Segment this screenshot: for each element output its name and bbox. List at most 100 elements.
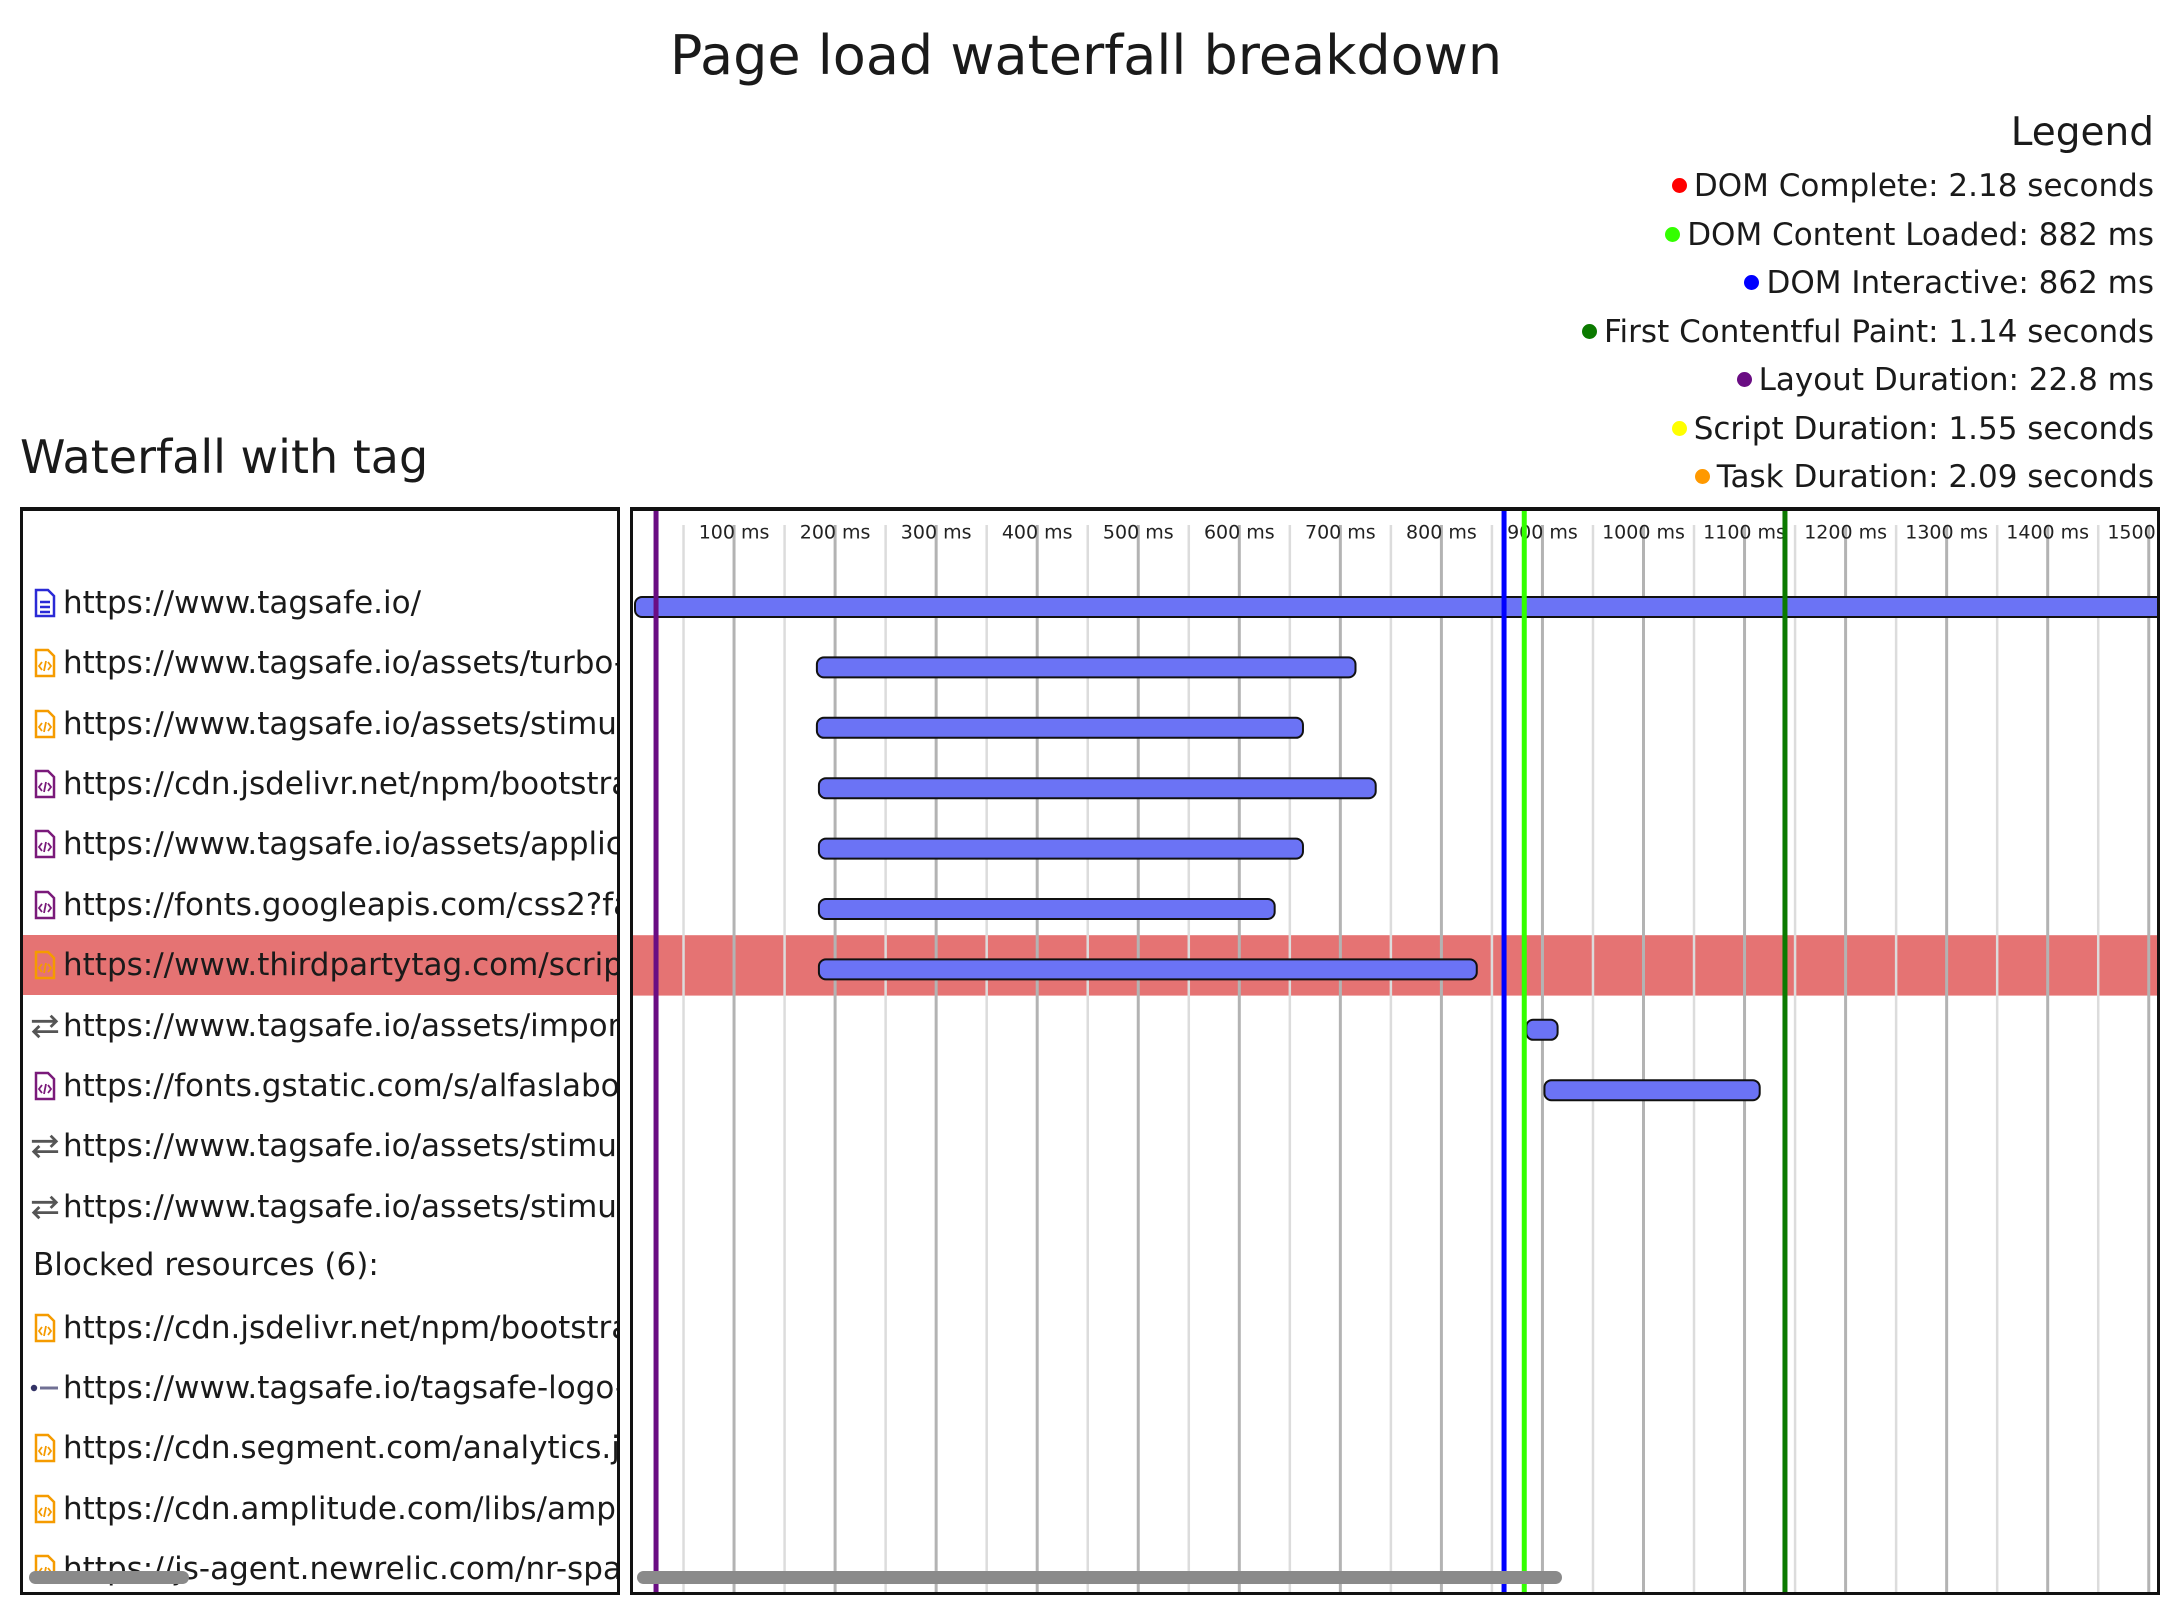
timeline-scrollbar[interactable] bbox=[637, 1571, 1562, 1584]
legend-dot-icon bbox=[1671, 420, 1687, 436]
blocked-resources-label: Blocked resources (6): bbox=[33, 1247, 379, 1284]
request-bar bbox=[815, 716, 1304, 739]
legend-item: Script Duration: 1.55 seconds bbox=[1514, 405, 2154, 454]
tick-label: 1500 ms bbox=[2107, 522, 2160, 544]
legend-item: Task Duration: 2.09 seconds bbox=[1514, 453, 2154, 502]
script-file-icon bbox=[30, 1070, 60, 1102]
resource-row[interactable]: https://www.tagsafe.io/assets/stimulu bbox=[23, 1116, 617, 1176]
page-title: Page load waterfall breakdown bbox=[669, 24, 1503, 87]
resource-list-panel[interactable]: https://js-agent.newrelic.com/nr-spa-htt… bbox=[20, 507, 620, 1595]
request-bar bbox=[817, 837, 1304, 860]
tick-label: 1200 ms bbox=[1804, 522, 1887, 544]
legend-item: DOM Complete: 2.18 seconds bbox=[1514, 162, 2154, 211]
resource-url: https://www.tagsafe.io/assets/applicat bbox=[63, 826, 617, 863]
legend-item-label: DOM Content Loaded: 882 ms bbox=[1687, 216, 2154, 253]
script-file-icon bbox=[30, 828, 60, 860]
resource-row[interactable]: https://cdn.jsdelivr.net/npm/bootstrap bbox=[23, 754, 617, 814]
resource-row[interactable]: https://www.tagsafe.io/assets/applicat bbox=[23, 814, 617, 874]
tick-label: 600 ms bbox=[1204, 522, 1275, 544]
tick-label: 100 ms bbox=[699, 522, 770, 544]
resource-row[interactable]: https://fonts.googleapis.com/css2?fan bbox=[23, 875, 617, 935]
script-file-icon bbox=[30, 949, 60, 981]
script-file-icon bbox=[30, 647, 60, 679]
legend-item: Layout Duration: 22.8 ms bbox=[1514, 356, 2154, 405]
transfer-arrows-icon bbox=[30, 1010, 60, 1042]
resource-url: https://cdn.amplitude.com/libs/amplitu bbox=[63, 1490, 617, 1527]
resource-url: https://fonts.googleapis.com/css2?fan bbox=[63, 886, 617, 923]
tick-label: 1400 ms bbox=[2006, 522, 2089, 544]
legend-item-label: DOM Interactive: 862 ms bbox=[1766, 265, 2154, 301]
request-bar bbox=[1543, 1079, 1761, 1102]
legend-dot-icon bbox=[1665, 226, 1681, 242]
resource-row[interactable]: https://www.tagsafe.io/assets/import bbox=[23, 996, 617, 1056]
request-bar bbox=[817, 898, 1276, 920]
resource-row[interactable]: https://cdn.jsdelivr.net/npm/bootstrap bbox=[23, 1298, 617, 1358]
script-file-icon bbox=[30, 1493, 60, 1525]
resource-url: https://cdn.segment.com/analytics.js/ bbox=[63, 1430, 617, 1467]
tick-label: 1000 ms bbox=[1602, 522, 1685, 544]
legend-dot-icon bbox=[1736, 372, 1752, 387]
legend-item-label: Layout Duration: 22.8 ms bbox=[1758, 362, 2154, 398]
resource-url: https://www.tagsafe.io/assets/stimulu bbox=[63, 1128, 617, 1165]
resource-row[interactable]: https://www.tagsafe.io/assets/stimulu bbox=[23, 1177, 617, 1237]
legend-item: DOM Interactive: 862 ms bbox=[1514, 259, 2154, 308]
resource-row[interactable]: https://www.thirdpartytag.com/script.j bbox=[23, 935, 617, 996]
resource-url: https://cdn.jsdelivr.net/npm/bootstrap bbox=[63, 766, 617, 802]
legend-item: First Contentful Paint: 1.14 seconds bbox=[1514, 308, 2154, 357]
script-file-icon bbox=[30, 1432, 60, 1464]
request-bar bbox=[634, 596, 2157, 618]
legend-item-label: Script Duration: 1.55 seconds bbox=[1693, 410, 2154, 447]
resource-url: https://www.tagsafe.io/tagsafe-logo-v bbox=[63, 1370, 617, 1406]
waterfall-timeline-panel[interactable]: 100 ms 200 ms 300 ms 400 ms 500 ms 600 ms 700 … bbox=[630, 507, 2160, 1595]
document-icon bbox=[30, 587, 60, 619]
tick-label: 1100 ms bbox=[1703, 522, 1786, 544]
tick-label: 800 ms bbox=[1406, 522, 1477, 544]
resource-row[interactable]: https://www.tagsafe.io/tagsafe-logo-v bbox=[23, 1358, 617, 1418]
tick-label: 300 ms bbox=[901, 522, 972, 544]
tick-label: 1300 ms bbox=[1905, 522, 1988, 544]
legend-item-label: First Contentful Paint: 1.14 seconds bbox=[1603, 313, 2154, 350]
resource-list-scrollbar[interactable] bbox=[29, 1571, 189, 1584]
request-bar bbox=[817, 958, 1478, 981]
resource-row[interactable]: https://www.tagsafe.io/assets/stimulu bbox=[23, 694, 617, 754]
resource-row[interactable]: https://js-agent.newrelic.com/nr-spa- bbox=[23, 1539, 617, 1592]
legend-item-label: Task Duration: 2.09 seconds bbox=[1716, 459, 2154, 495]
request-bar bbox=[1525, 1018, 1559, 1041]
tick-label: 500 ms bbox=[1103, 522, 1174, 544]
section-title: Waterfall with tag bbox=[20, 430, 429, 484]
resource-row[interactable]: https://cdn.segment.com/analytics.js/ bbox=[23, 1418, 617, 1478]
request-bar bbox=[815, 656, 1357, 679]
legend-dot-icon bbox=[1581, 323, 1597, 339]
script-file-icon bbox=[30, 708, 60, 740]
script-file-icon bbox=[30, 768, 60, 800]
resource-url: https://www.tagsafe.io/ bbox=[63, 584, 422, 621]
tick-label: 700 ms bbox=[1305, 522, 1376, 544]
resource-row[interactable]: https://www.tagsafe.io/assets/turbo-7 bbox=[23, 633, 617, 693]
legend-item-label: DOM Complete: 2.18 seconds bbox=[1693, 168, 2154, 204]
transfer-arrows-icon bbox=[30, 1130, 60, 1162]
resource-url: https://www.tagsafe.io/assets/turbo-7 bbox=[63, 645, 617, 682]
legend-item: DOM Content Loaded: 882 ms bbox=[1514, 211, 2154, 260]
waterfall-chart: 100 ms 200 ms 300 ms 400 ms 500 ms 600 ms 700 … bbox=[633, 511, 2160, 1592]
legend-dot-icon bbox=[1671, 178, 1687, 193]
tagsafe-logo-icon bbox=[30, 1372, 60, 1404]
legend-dot-icon bbox=[1694, 469, 1710, 484]
resource-url: https://www.tagsafe.io/assets/stimulu bbox=[63, 1188, 617, 1225]
resource-url: https://www.thirdpartytag.com/script.j bbox=[63, 947, 617, 984]
tick-label: 200 ms bbox=[800, 522, 871, 544]
legend-dot-icon bbox=[1744, 275, 1760, 290]
legend-title: Legend bbox=[2010, 110, 2154, 155]
script-file-icon bbox=[30, 889, 60, 921]
request-bar bbox=[817, 777, 1377, 800]
resource-url: https://www.tagsafe.io/assets/import bbox=[63, 1007, 617, 1044]
resource-url: https://fonts.gstatic.com/s/alfaslabone bbox=[63, 1068, 617, 1104]
resource-row[interactable]: https://cdn.amplitude.com/libs/amplitu bbox=[23, 1479, 617, 1539]
resource-url: https://cdn.jsdelivr.net/npm/bootstrap bbox=[63, 1309, 617, 1346]
tick-label: 900 ms bbox=[1507, 522, 1578, 544]
transfer-arrows-icon bbox=[30, 1191, 60, 1223]
resource-row[interactable]: https://fonts.gstatic.com/s/alfaslabone bbox=[23, 1056, 617, 1116]
resource-row[interactable]: https://www.tagsafe.io/ bbox=[23, 573, 617, 633]
tick-label: 400 ms bbox=[1002, 522, 1073, 544]
